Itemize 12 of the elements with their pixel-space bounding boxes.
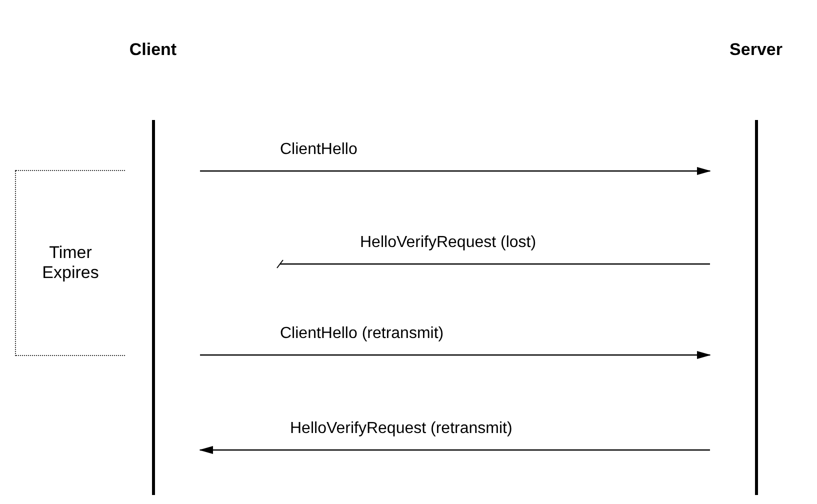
message-label: ClientHello	[280, 141, 358, 159]
message-arrow	[200, 351, 711, 359]
timer-label: Timer Expires	[41, 243, 100, 283]
timer-bracket	[15, 170, 125, 356]
lifeline	[728, 40, 784, 495]
message-label: ClientHello (retransmit)	[280, 325, 444, 343]
message-arrow	[200, 167, 711, 175]
participant-name: Server	[728, 40, 784, 60]
message-arrow	[199, 446, 710, 454]
participant-name: Client	[128, 40, 178, 60]
message-label: HelloVerifyRequest (lost)	[360, 234, 536, 252]
message-label: HelloVerifyRequest (retransmit)	[290, 420, 512, 438]
